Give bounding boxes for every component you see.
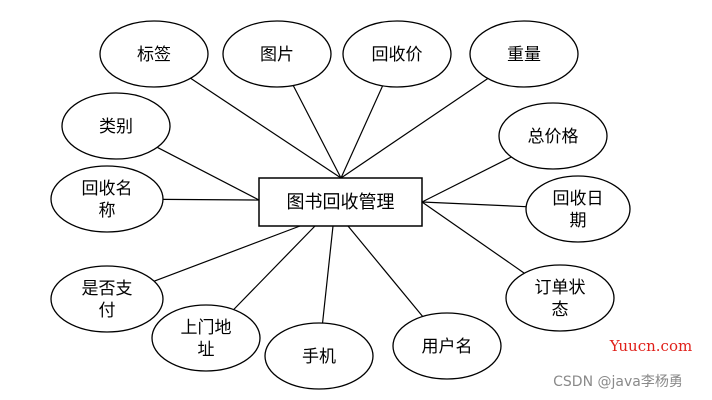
attribute-label: 址 xyxy=(198,340,215,360)
attribute-ellipse xyxy=(469,20,579,88)
connector-shifouzhifu xyxy=(153,225,301,282)
connector-shouji xyxy=(321,225,334,324)
attribute-label: 是否支 xyxy=(82,279,133,299)
connector-leibie xyxy=(156,146,260,201)
attribute-node-shouji: 手机 xyxy=(264,322,374,390)
attribute-ellipse xyxy=(505,264,615,332)
attribute-label: 类别 xyxy=(99,117,133,137)
attribute-label: 回收名 xyxy=(82,179,133,199)
attribute-ellipse xyxy=(392,312,502,380)
attribute-label: 重量 xyxy=(507,45,541,65)
attribute-label: 回收日 xyxy=(553,189,604,209)
attribute-node-leibie: 类别 xyxy=(61,92,171,160)
attribute-label: 付 xyxy=(99,301,116,321)
attribute-nodes: 标签图片回收价重量类别总价格回收名称回收日期是否支付订单状态上门地址手机用户名 xyxy=(50,20,631,390)
attribute-ellipse xyxy=(61,92,171,160)
attribute-node-yonghuming: 用户名 xyxy=(392,312,502,380)
attribute-node-tupian: 图片 xyxy=(222,20,332,88)
attribute-node-huishoujia: 回收价 xyxy=(342,20,452,88)
attribute-label: 称 xyxy=(99,201,116,221)
connector-huishoumingcheng xyxy=(162,198,260,201)
attribute-label: 用户名 xyxy=(422,337,473,357)
attribute-ellipse xyxy=(99,20,209,88)
connector-lines xyxy=(153,77,527,324)
connector-tupian xyxy=(292,85,342,179)
attribute-label: 上门地 xyxy=(181,318,232,338)
connector-shangmendizhi xyxy=(233,225,316,311)
attribute-ellipse xyxy=(222,20,332,88)
attribute-label: 态 xyxy=(552,300,569,320)
attribute-label: 手机 xyxy=(302,347,336,367)
attribute-ellipse xyxy=(525,175,631,243)
connector-zongjiage xyxy=(421,156,512,203)
attribute-ellipse xyxy=(264,322,374,390)
attribute-node-zhongliang: 重量 xyxy=(469,20,579,88)
attribute-ellipse xyxy=(50,265,164,333)
connector-huishoujia xyxy=(340,85,384,179)
csdn-watermark: CSDN @java李杨勇 xyxy=(553,374,683,390)
attribute-node-zongjiage: 总价格 xyxy=(498,102,608,170)
attribute-label: 回收价 xyxy=(372,45,423,65)
attribute-node-biaoqian: 标签 xyxy=(99,20,209,88)
attribute-label: 标签 xyxy=(137,45,171,65)
connector-dingdanzhuangtai xyxy=(421,201,525,274)
attribute-ellipse xyxy=(50,165,164,233)
connector-biaoqian xyxy=(190,77,342,179)
connector-zhongliang xyxy=(340,78,489,179)
connector-huishouriqi xyxy=(421,201,527,208)
entity-box xyxy=(258,177,423,227)
attribute-ellipse xyxy=(498,102,608,170)
attribute-ellipse xyxy=(151,304,261,372)
entity-node: 图书回收管理 xyxy=(258,177,423,227)
attribute-label: 总价格 xyxy=(528,127,579,147)
attribute-label: 期 xyxy=(570,211,587,231)
entity-label: 图书回收管理 xyxy=(287,192,395,213)
connector-yonghuming xyxy=(347,225,424,317)
attribute-label: 订单状 xyxy=(535,278,586,298)
site-watermark: Yuucn.com xyxy=(609,337,692,355)
attribute-ellipse xyxy=(342,20,452,88)
attribute-label: 图片 xyxy=(260,45,294,65)
